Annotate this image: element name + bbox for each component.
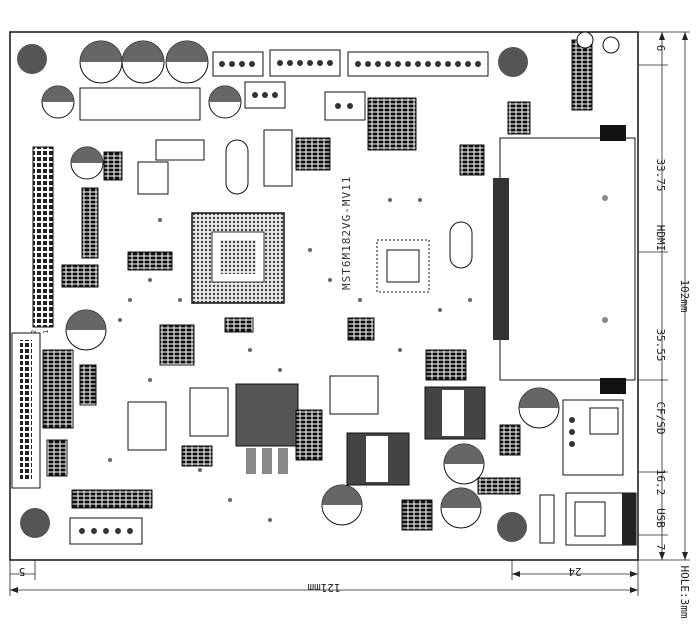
mounting-hole-bottom-right	[497, 512, 527, 542]
mounting-hole-top-left	[17, 44, 47, 74]
j1-pin-label-2: 2	[30, 330, 38, 334]
bottom-capacitors	[321, 387, 560, 529]
dim-right-35-55: 35.55	[654, 328, 667, 361]
right-card-area	[493, 125, 636, 394]
dim-total-height: 102mm	[678, 279, 691, 312]
mounting-hole-bottom-left	[20, 508, 50, 538]
dim-bottom-5: 5	[19, 565, 26, 578]
inductors	[346, 386, 486, 486]
smd-components	[42, 97, 531, 531]
crystals	[155, 129, 473, 269]
dim-right-7: 7	[654, 544, 667, 551]
left-edge-connector	[11, 332, 41, 489]
top-capacitors	[41, 40, 242, 351]
qfp-chip	[376, 239, 430, 293]
left-pin-header: 2 1	[30, 146, 54, 334]
dimension-lines	[9, 31, 690, 596]
dim-right-16-2: 16.2	[654, 469, 667, 496]
usb-connector	[565, 492, 637, 546]
regulators	[127, 161, 379, 451]
top-right-connector	[571, 31, 620, 111]
connector-pins	[219, 60, 481, 109]
bottom-connectors	[69, 489, 555, 545]
dim-hole-note: HOLE:3mm	[678, 566, 691, 619]
dim-right-hdmi-label: HDMI	[654, 225, 667, 252]
dim-total-width: 121mm	[307, 581, 340, 594]
vias	[108, 198, 472, 522]
mounting-hole-top-right	[498, 47, 528, 77]
dim-right-6: 6	[654, 45, 667, 52]
dim-right-33-75: 33.75	[654, 158, 667, 191]
mounting-holes	[17, 44, 528, 542]
power-ic	[235, 383, 299, 474]
dim-right-usb-label: USB	[654, 508, 667, 528]
cf-sd-connector	[562, 399, 624, 476]
board-model-label: MST6M182VG-MV11	[340, 176, 353, 290]
dimension-arrows	[10, 32, 688, 593]
j1-pin-label-1: 1	[42, 330, 50, 334]
dim-right-cfsd-label: CF/SD	[654, 401, 667, 434]
dim-bottom-24: 24	[568, 565, 582, 578]
main-soc-bga	[191, 212, 285, 304]
